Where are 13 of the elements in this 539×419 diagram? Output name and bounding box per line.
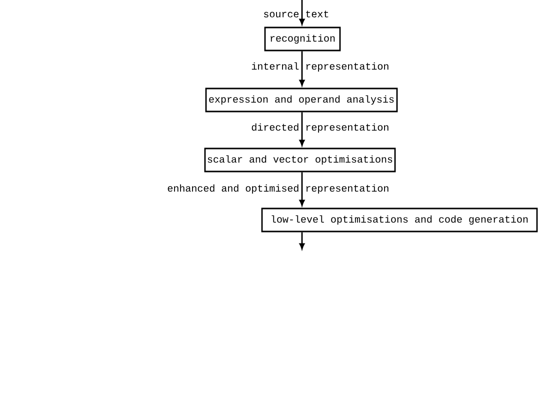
edge-label: enhanced and optimised representation: [168, 184, 388, 194]
edge-label: directed representation: [252, 123, 388, 133]
process-box: expression and operand analysis: [205, 88, 398, 112]
arrow: [299, 0, 305, 25]
process-box: low-level optimisations and code generation: [261, 208, 538, 232]
process-box: scalar and vector optimisations: [204, 148, 396, 172]
arrow: [299, 172, 305, 206]
edge-label: internal representation: [252, 62, 388, 72]
arrow: [299, 232, 305, 250]
process-box: recognition: [264, 26, 341, 52]
arrow: [299, 112, 305, 146]
arrow: [299, 51, 305, 86]
edge-label: source text: [264, 10, 328, 18]
